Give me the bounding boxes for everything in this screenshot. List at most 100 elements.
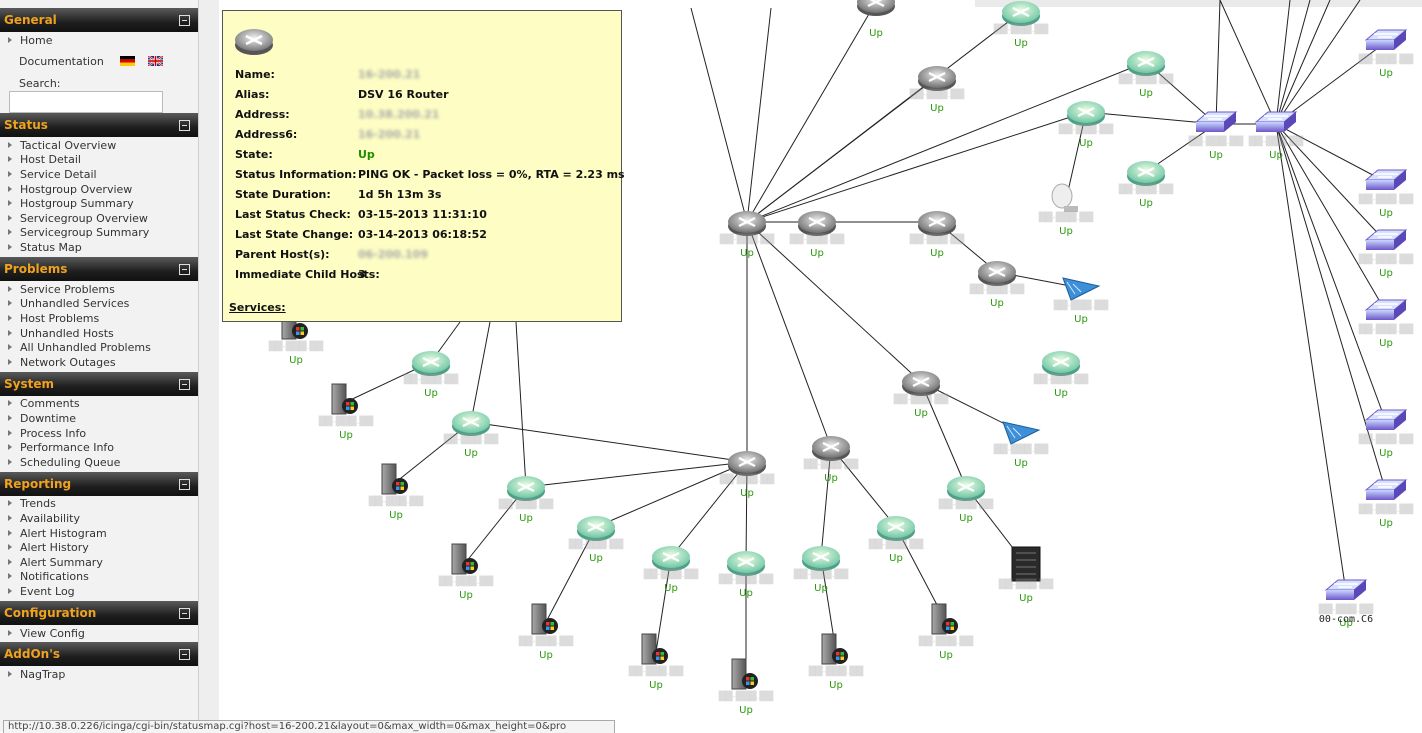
nav-item-host-problems[interactable]: Host Problems bbox=[8, 312, 99, 326]
host-node-n5[interactable] bbox=[918, 66, 956, 91]
nav-item-process-info[interactable]: Process Info bbox=[8, 427, 86, 441]
host-node-sw1[interactable] bbox=[1194, 111, 1238, 132]
german-flag-icon[interactable] bbox=[120, 56, 135, 66]
section-header-status[interactable]: Status bbox=[0, 113, 198, 137]
nav-item-hostgroup-overview[interactable]: Hostgroup Overview bbox=[8, 183, 132, 197]
host-node-hub[interactable] bbox=[728, 211, 766, 236]
host-state-label: Up bbox=[1379, 518, 1393, 529]
host-state-label: Up bbox=[1014, 458, 1028, 469]
nav-item-alert-history[interactable]: Alert History bbox=[8, 541, 89, 555]
nav-label: Host Problems bbox=[20, 312, 100, 325]
nav-item-hostgroup-summary[interactable]: Hostgroup Summary bbox=[8, 197, 134, 211]
host-node-r16[interactable] bbox=[728, 451, 766, 476]
nav-item-alert-summary[interactable]: Alert Summary bbox=[8, 556, 103, 570]
host-node-n2[interactable] bbox=[798, 211, 836, 236]
host-node-w16[interactable] bbox=[731, 658, 758, 690]
nav-item-scheduling-queue[interactable]: Scheduling Queue bbox=[8, 456, 120, 470]
collapse-icon[interactable] bbox=[179, 15, 190, 26]
host-node-c4[interactable] bbox=[1364, 299, 1408, 320]
host-node-c3[interactable] bbox=[1364, 229, 1408, 250]
host-node-n6[interactable] bbox=[1002, 1, 1040, 26]
host-state-label: Up bbox=[829, 680, 843, 691]
nav-label: View Config bbox=[20, 627, 85, 640]
section-header-configuration[interactable]: Configuration bbox=[0, 601, 198, 625]
host-node-g19[interactable] bbox=[877, 516, 915, 541]
nav-item-network-outages[interactable]: Network Outages bbox=[8, 356, 116, 370]
nav-item-downtime[interactable]: Downtime bbox=[8, 412, 76, 426]
search-input[interactable] bbox=[9, 91, 163, 113]
host-node-n3[interactable] bbox=[918, 211, 956, 236]
nav-label: Downtime bbox=[20, 412, 77, 425]
host-node-g12[interactable] bbox=[507, 476, 545, 501]
host-node-c2[interactable] bbox=[1364, 169, 1408, 190]
host-node-n8[interactable] bbox=[1067, 101, 1105, 126]
collapse-icon[interactable] bbox=[179, 479, 190, 490]
host-node-n9[interactable] bbox=[1127, 161, 1165, 186]
nav-item-comments[interactable]: Comments bbox=[8, 397, 80, 411]
host-node-g15[interactable] bbox=[802, 546, 840, 571]
host-node-w18[interactable] bbox=[381, 463, 408, 495]
section-header-general[interactable]: General bbox=[0, 8, 198, 32]
nav-item-service-problems[interactable]: Service Problems bbox=[8, 283, 115, 297]
nav-item-availability[interactable]: Availability bbox=[8, 512, 80, 526]
host-node-sat[interactable] bbox=[1051, 183, 1078, 212]
host-node-c7[interactable] bbox=[1324, 579, 1368, 600]
host-node-ap1[interactable] bbox=[1062, 277, 1101, 301]
nav-item-documentation[interactable]: Documentation bbox=[19, 55, 104, 69]
nav-item-notifications[interactable]: Notifications bbox=[8, 570, 89, 584]
host-node-g17[interactable] bbox=[412, 351, 450, 376]
collapse-icon[interactable] bbox=[179, 649, 190, 660]
nav-item-all-unhandled-problems[interactable]: All Unhandled Problems bbox=[8, 341, 151, 355]
nav-item-event-log[interactable]: Event Log bbox=[8, 585, 75, 599]
host-node-c6[interactable] bbox=[1364, 479, 1408, 500]
collapse-icon[interactable] bbox=[179, 608, 190, 619]
nav-item-status-map[interactable]: Status Map bbox=[8, 241, 82, 255]
host-node-w13[interactable] bbox=[531, 603, 558, 635]
host-node-w12[interactable] bbox=[451, 543, 478, 575]
section-header-system[interactable]: System bbox=[0, 372, 198, 396]
collapse-icon[interactable] bbox=[179, 264, 190, 275]
host-node-g16[interactable] bbox=[727, 551, 765, 576]
host-node-w17[interactable] bbox=[331, 383, 358, 415]
status-map[interactable]: ██-███.██Up██-███.██Up██-███.██Up██-███.… bbox=[219, 0, 1422, 732]
host-node-ap2[interactable] bbox=[1002, 421, 1041, 445]
section-header-reporting[interactable]: Reporting bbox=[0, 472, 198, 496]
nav-item-unhandled-services[interactable]: Unhandled Services bbox=[8, 297, 129, 311]
nav-item-home[interactable]: Home bbox=[8, 34, 52, 48]
nav-item-performance-info[interactable]: Performance Info bbox=[8, 441, 114, 455]
host-node-g20[interactable] bbox=[1042, 351, 1080, 376]
host-node-sw2[interactable] bbox=[1254, 111, 1298, 132]
nav-item-trends[interactable]: Trends bbox=[8, 497, 56, 511]
host-node-n4[interactable] bbox=[978, 261, 1016, 286]
section-header-addons[interactable]: AddOn's bbox=[0, 642, 198, 666]
host-node-w19[interactable] bbox=[931, 603, 958, 635]
collapse-icon[interactable] bbox=[179, 120, 190, 131]
nav-item-unhandled-hosts[interactable]: Unhandled Hosts bbox=[8, 327, 114, 341]
host-node-g18[interactable] bbox=[452, 411, 490, 436]
nav-item-view-config[interactable]: View Config bbox=[8, 627, 85, 641]
section-header-problems[interactable]: Problems bbox=[0, 257, 198, 281]
host-node-g13[interactable] bbox=[577, 516, 615, 541]
nav-item-servicegroup-summary[interactable]: Servicegroup Summary bbox=[8, 226, 149, 240]
host-node-c5[interactable] bbox=[1364, 409, 1408, 430]
uk-flag-icon[interactable] bbox=[148, 56, 163, 66]
nav-item-servicegroup-overview[interactable]: Servicegroup Overview bbox=[8, 212, 148, 226]
host-node-w22[interactable] bbox=[641, 633, 668, 665]
nav-item-tactical-overview[interactable]: Tactical Overview bbox=[8, 139, 116, 153]
host-node-c1[interactable] bbox=[1364, 29, 1408, 50]
host-node-srvB[interactable] bbox=[1011, 546, 1041, 582]
nav-item-nagtrap[interactable]: NagTrap bbox=[8, 668, 65, 682]
popup-services-link[interactable]: Services: bbox=[229, 301, 286, 314]
map-link bbox=[1275, 123, 1387, 183]
host-node-t1[interactable] bbox=[857, 0, 895, 16]
host-node-r02[interactable] bbox=[902, 371, 940, 396]
nav-item-service-detail[interactable]: Service Detail bbox=[8, 168, 97, 182]
host-node-r19[interactable] bbox=[812, 436, 850, 461]
nav-item-alert-histogram[interactable]: Alert Histogram bbox=[8, 527, 107, 541]
host-node-w15[interactable] bbox=[821, 633, 848, 665]
host-node-n7[interactable] bbox=[1127, 51, 1165, 76]
host-node-g22[interactable] bbox=[652, 546, 690, 571]
collapse-icon[interactable] bbox=[179, 379, 190, 390]
nav-item-host-detail[interactable]: Host Detail bbox=[8, 153, 81, 167]
host-node-g62[interactable] bbox=[947, 476, 985, 501]
